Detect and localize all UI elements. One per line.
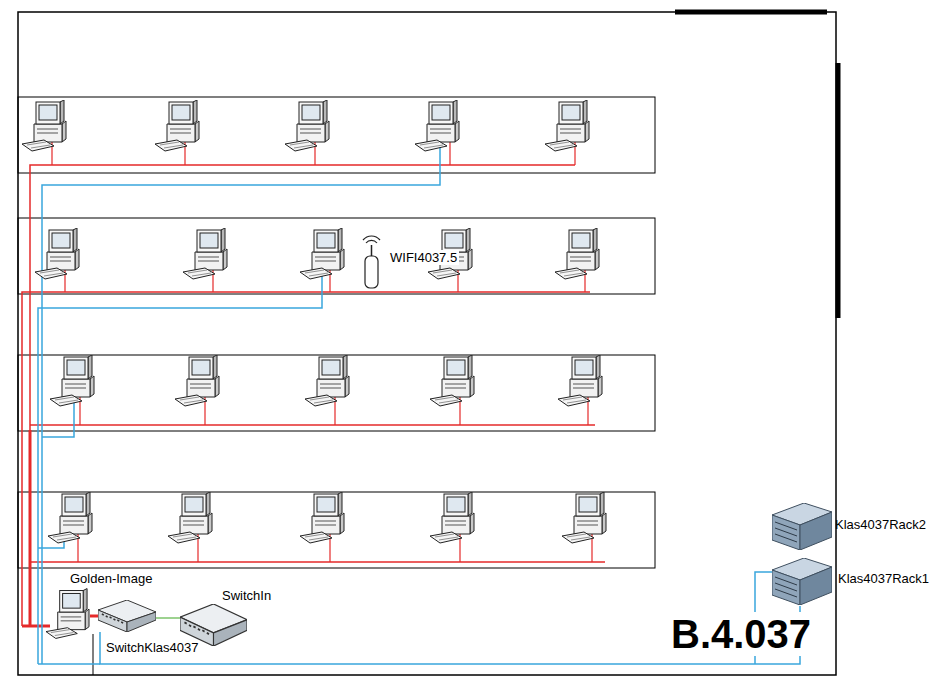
network-switch [98, 600, 156, 632]
network-switch: SwitchKlas4037 [98, 600, 156, 632]
workstation [545, 100, 589, 151]
workstation [155, 100, 199, 151]
workstation [168, 492, 212, 543]
node-label: WIFI4037.5 [388, 250, 459, 265]
workstation [300, 228, 344, 279]
red-cable [22, 292, 590, 626]
door [675, 10, 827, 15]
workstation [22, 100, 66, 151]
workstation [300, 492, 344, 543]
workstation [430, 355, 474, 406]
red-cable [30, 424, 595, 426]
patch-cable [90, 615, 98, 618]
wifi-signal [363, 236, 380, 240]
wifi-access-point: WIFI4037.5 [360, 234, 384, 290]
uplink-cable [156, 617, 180, 619]
workstation [48, 492, 92, 543]
red-drop [78, 532, 592, 562]
red-cable [30, 165, 575, 626]
label-holder: B.4.037 [668, 612, 814, 656]
red-cable [30, 561, 605, 563]
workstation [415, 100, 459, 151]
server-rack: Klas4037Rack2 [772, 503, 832, 550]
desk-row [18, 97, 655, 173]
workstation [50, 355, 94, 406]
workstation [555, 228, 599, 279]
wifi-access-point [363, 236, 380, 288]
node-label: Klas4037Rack2 [835, 517, 926, 532]
blue-cable [38, 262, 322, 664]
workstation [285, 100, 329, 151]
wifi-signal [366, 240, 377, 243]
node-label: Golden-Image [70, 571, 152, 586]
server-rack [772, 558, 832, 605]
node-label: Klas4037Rack1 [838, 571, 929, 586]
node-label: SwitchIn [222, 588, 271, 603]
wifi-body [365, 256, 378, 288]
window [836, 63, 841, 318]
blue-cable [38, 663, 100, 665]
server-rack: Klas4037Rack1 [772, 558, 832, 606]
room-wall [18, 12, 836, 675]
network-switch: SwitchIn [180, 604, 247, 646]
workstation [35, 228, 79, 279]
golden-image-pc: Golden-Image [46, 588, 90, 640]
room-number: B.4.037 [668, 612, 814, 656]
workstation [430, 492, 474, 543]
wifi-antenna [371, 245, 373, 257]
red-trunk [22, 625, 50, 628]
workstation [562, 492, 606, 543]
blue-cable [42, 135, 440, 664]
workstation [305, 355, 349, 406]
workstation [558, 355, 602, 406]
desk-edge [93, 634, 94, 675]
desk-row [18, 492, 655, 568]
workstation [175, 355, 219, 406]
golden-image-pc [46, 589, 89, 639]
network-switch [180, 604, 247, 646]
workstation [183, 228, 227, 279]
server-rack [772, 503, 832, 550]
red-trunk [29, 430, 32, 626]
desk-row [18, 355, 655, 431]
node-label: SwitchKlas4037 [106, 640, 199, 655]
desk-row [18, 218, 655, 294]
